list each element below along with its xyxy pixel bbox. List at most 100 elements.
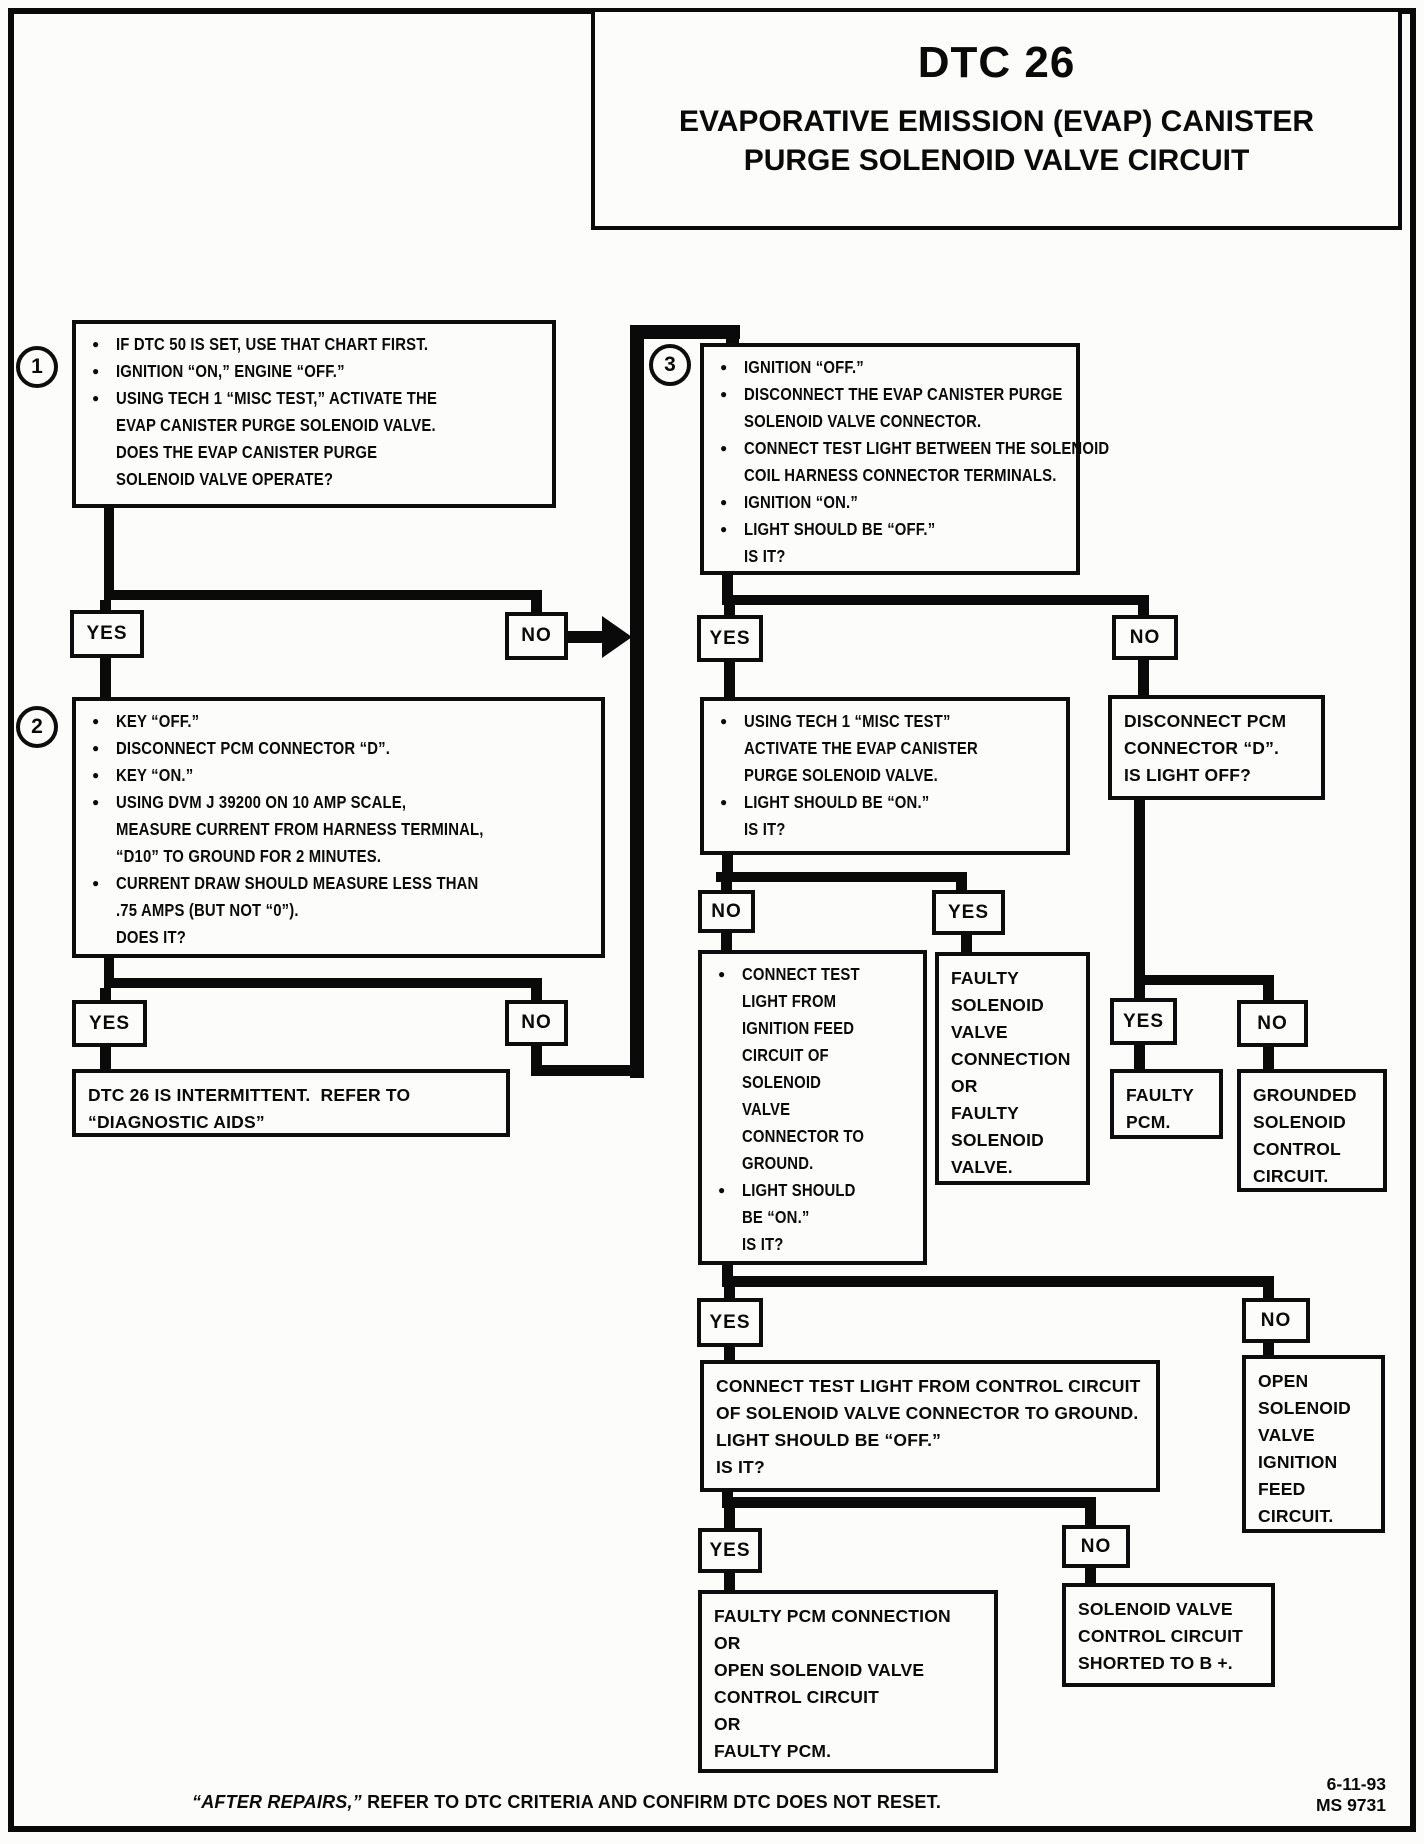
connect-test-control-box: CONNECT TEST LIGHT FROM CONTROL CIRCUIT … [700, 1360, 1160, 1492]
decision-no-ignition-feed: NO [1242, 1298, 1310, 1343]
bullet: ● DISCONNECT THE EVAP CANISTER PURGE SOLE… [710, 381, 1072, 435]
connector-line [722, 1263, 733, 1287]
connector-line [531, 600, 542, 614]
question-text: DISCONNECT PCM CONNECTOR “D”. IS LIGHT O… [1124, 711, 1287, 785]
bullet-icon: ● [720, 441, 728, 455]
connector-line [722, 1497, 1096, 1508]
no-label: NO [711, 900, 742, 922]
page-title: EVAPORATIVE EMISSION (EVAP) CANISTER PUR… [678, 105, 1315, 177]
decision-no-light-on: NO [698, 890, 755, 933]
no-label: NO [521, 625, 552, 646]
yes-label: YES [1122, 1010, 1165, 1032]
step2-number: 2 [16, 706, 58, 748]
yes-label: YES [947, 901, 990, 923]
connector-line [1134, 1043, 1145, 1069]
bullet: ●CONNECT TEST LIGHT BETWEEN THE SOLENOID… [710, 435, 1109, 489]
connector-line [1085, 1508, 1096, 1527]
bullet: ●USING DVM J 39200 ON 10 AMP SCALE, MEAS… [82, 789, 597, 870]
bullet-text: IF DTC 50 IS SET, USE THAT CHART FIRST. [116, 334, 429, 354]
bullet-icon: ● [92, 876, 100, 890]
footer-note-italic: “AFTER REPAIRS,” [192, 1792, 362, 1812]
decision-yes-step2: YES [72, 1000, 147, 1047]
bullet-icon: ● [92, 337, 100, 351]
bullet: ● LIGHT SHOULD BE “OFF.” IS IT? [710, 516, 1072, 570]
connector-line [721, 931, 732, 952]
bullet-icon: ● [92, 768, 100, 782]
bullet-text: USING DVM J 39200 ON 10 AMP SCALE, MEASU… [116, 792, 484, 866]
connector-line [961, 933, 972, 954]
title-box: DTC 26 EVAPORATIVE EMISSION (EVAP) CANIS… [591, 8, 1402, 230]
bullet-icon: ● [92, 364, 100, 378]
no-label: NO [521, 1012, 552, 1033]
decision-yes-step3: YES [697, 615, 763, 662]
connector-line [100, 988, 111, 1002]
question-text: CONNECT TEST LIGHT FROM CONTROL CIRCUIT … [716, 1376, 1141, 1477]
using-tech-box: ●USING TECH 1 “MISC TEST” ACTIVATE THE E… [700, 697, 1070, 855]
connector-line [630, 325, 740, 339]
connector-line [531, 988, 542, 1002]
connector-line [104, 506, 114, 598]
connector-line [726, 330, 739, 346]
connector-line [722, 1276, 1274, 1287]
bullet: ●USING TECH 1 “MISC TEST” ACTIVATE THE E… [710, 708, 1062, 789]
connector-line [1085, 1566, 1096, 1585]
connect-test-ignition-box: ● CONNECT TEST LIGHT FROM IGNITION FEED C… [698, 950, 927, 1265]
bullet: ●USING TECH 1 “MISC TEST,” ACTIVATE THE … [82, 385, 548, 493]
connector-line [724, 1508, 735, 1530]
connector-line [100, 600, 111, 612]
footer-date-doc: 6-11-93 MS 9731 [1315, 1774, 1386, 1815]
bullet-icon: ● [720, 387, 728, 401]
connector-line [531, 1065, 644, 1076]
bullet: ● CONNECT TEST LIGHT FROM IGNITION FEED C… [708, 961, 919, 1177]
connector-line [104, 956, 114, 988]
outcome-text: SOLENOID VALVE CONTROL CIRCUIT SHORTED T… [1078, 1599, 1244, 1673]
bullet: ● IGNITION “ON,” ENGINE “OFF.” [82, 358, 548, 385]
bullet-text: DISCONNECT THE EVAP CANISTER PURGE SOLEN… [744, 384, 1063, 431]
yes-label: YES [709, 627, 751, 649]
bullet-icon: ● [720, 522, 728, 536]
no-label: NO [1257, 1012, 1288, 1034]
yes-label: YES [709, 1311, 751, 1333]
step3-box: ●IGNITION “OFF.” ● DISCONNECT THE EVAP CA… [700, 343, 1109, 575]
decision-no-step1: NO [505, 612, 568, 660]
bullet: ● IF DTC 50 IS SET, USE THAT CHART FIRST. [82, 331, 548, 358]
connector-line [724, 660, 735, 699]
connector-line [722, 573, 733, 605]
bullet-icon: ● [92, 714, 100, 728]
connector-line [716, 872, 967, 882]
connector-line [100, 656, 111, 699]
decision-yes-ignition-feed: YES [697, 1298, 763, 1347]
bullet-text: LIGHT SHOULD BE “OFF.” IS IT? [744, 519, 936, 566]
step1-box: ● IF DTC 50 IS SET, USE THAT CHART FIRST.… [72, 320, 556, 508]
step-number-text: 1 [31, 355, 43, 378]
flow-arrow-icon [602, 616, 632, 658]
bullet: ●IGNITION “OFF.” [710, 354, 1072, 381]
footer-note: “AFTER REPAIRS,” REFER TO DTC CRITERIA A… [192, 1792, 941, 1813]
yes-label: YES [88, 1012, 131, 1034]
outcome-intermittent: DTC 26 IS INTERMITTENT. REFER TO “DIAGNO… [72, 1069, 510, 1137]
bullet-text: LIGHT SHOULD BE “ON.” IS IT? [744, 792, 930, 839]
no-label: NO [1080, 1535, 1112, 1557]
bullet: ●KEY “ON.” [82, 762, 597, 789]
connector-line [630, 325, 644, 1078]
decision-no-control-circuit: NO [1062, 1525, 1130, 1568]
bullet-text: KEY “OFF.” [116, 711, 200, 731]
bullet-icon: ● [720, 795, 728, 809]
connector-line [1263, 1287, 1274, 1300]
decision-no-light-off: NO [1237, 1000, 1308, 1047]
bullet-icon: ● [718, 967, 726, 981]
disconnect-pcm-box: DISCONNECT PCM CONNECTOR “D”. IS LIGHT O… [1108, 695, 1325, 800]
connector-line [1134, 985, 1145, 1000]
bullet-icon: ● [720, 495, 728, 509]
bullet-text: IGNITION “ON,” ENGINE “OFF.” [116, 361, 345, 381]
outcome-text: DTC 26 IS INTERMITTENT. REFER TO “DIAGNO… [88, 1085, 411, 1132]
connector-line [724, 1571, 735, 1592]
bullet-text: LIGHT SHOULD BE “ON.” IS IT? [742, 1180, 856, 1254]
no-label: NO [1129, 626, 1161, 648]
step2-box: ●KEY “OFF.” ●DISCONNECT PCM CONNECTOR “D… [72, 697, 605, 958]
bullet-icon: ● [720, 360, 728, 374]
connector-line [1138, 605, 1149, 617]
decision-no-step2: NO [505, 1000, 568, 1046]
bullet-text: CONNECT TEST LIGHT FROM IGNITION FEED CI… [742, 964, 865, 1173]
